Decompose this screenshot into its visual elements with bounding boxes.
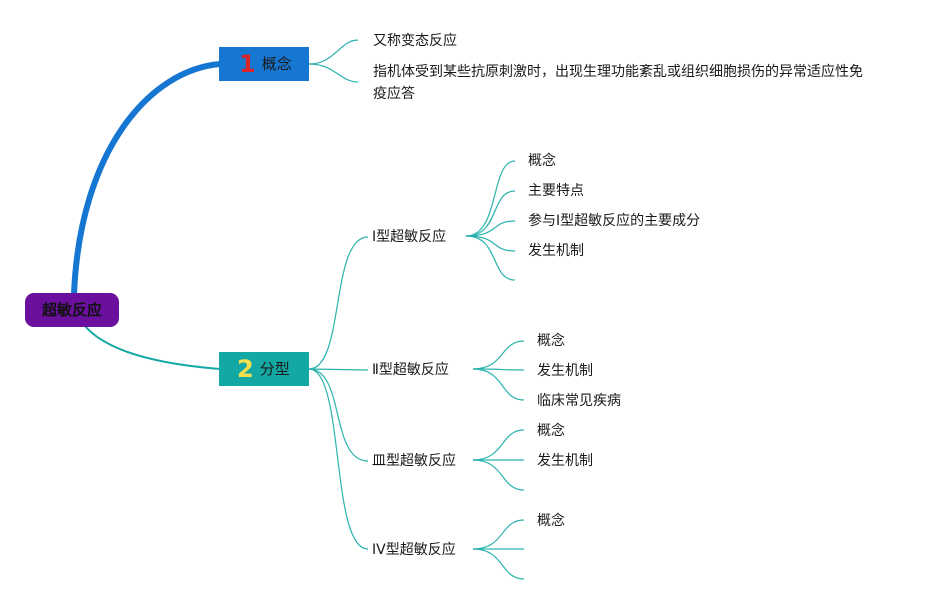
type1-child-concept[interactable]: 概念: [528, 153, 556, 169]
branch-concept[interactable]: 1 概念: [219, 47, 309, 81]
type2-child-line-3: [472, 368, 525, 401]
concept-child-line-2: [308, 63, 359, 83]
type2-child-line-1: [472, 340, 525, 370]
types-to-type3-line: [308, 368, 369, 462]
number-one-badge: 1: [239, 50, 256, 78]
type1-child-components[interactable]: 参与Ⅰ型超敏反应的主要成分: [528, 213, 701, 229]
type3-child-concept[interactable]: 概念: [537, 423, 565, 439]
concept-child-line-1: [308, 39, 359, 65]
type4-child-line-1: [472, 519, 525, 550]
types-to-type1-line: [308, 236, 369, 370]
concept-child-alias[interactable]: 又称变态反应: [373, 33, 457, 49]
type2-child-concept[interactable]: 概念: [537, 333, 565, 349]
branch-types-label: 分型: [259, 360, 290, 378]
branch-types[interactable]: 2 分型: [219, 352, 309, 386]
type1-child-line-5: [465, 235, 516, 281]
root-to-types-line: [84, 325, 221, 370]
root-to-concept-line: [71, 61, 223, 297]
type1-child-mechanism[interactable]: 发生机制: [528, 243, 584, 259]
types-to-type4-line: [308, 368, 369, 550]
branch-concept-label: 概念: [261, 55, 292, 73]
type3-child-line-3: [472, 459, 525, 491]
types-to-type2-line: [308, 368, 369, 371]
type2-child-mechanism[interactable]: 发生机制: [537, 363, 593, 379]
type4-node[interactable]: IV型超敏反应: [372, 542, 456, 558]
number-two-badge: 2: [237, 355, 254, 383]
type3-child-line-1: [472, 429, 525, 461]
type3-child-mechanism[interactable]: 发生机制: [537, 453, 593, 469]
type1-child-line-1: [465, 160, 516, 237]
type1-child-line-3: [465, 220, 516, 237]
type3-node[interactable]: 皿型超敏反应: [372, 453, 456, 469]
type1-child-features[interactable]: 主要特点: [528, 183, 584, 199]
root-label: 超敏反应: [41, 301, 102, 319]
type2-node[interactable]: Ⅱ型超敏反应: [372, 362, 449, 378]
root-node[interactable]: 超敏反应: [25, 293, 119, 327]
type4-child-concept[interactable]: 概念: [537, 513, 565, 529]
type1-child-line-2: [465, 190, 516, 237]
type1-node[interactable]: I型超敏反应: [372, 229, 447, 245]
type2-child-diseases[interactable]: 临床常见疾病: [537, 393, 621, 409]
concept-child-definition[interactable]: 指机体受到某些抗原刺激时，出现生理功能紊乱或组织细胞损伤的异常适应性免疫应答: [373, 64, 863, 102]
type4-child-line-3: [472, 548, 525, 580]
type1-child-line-4: [465, 235, 516, 252]
